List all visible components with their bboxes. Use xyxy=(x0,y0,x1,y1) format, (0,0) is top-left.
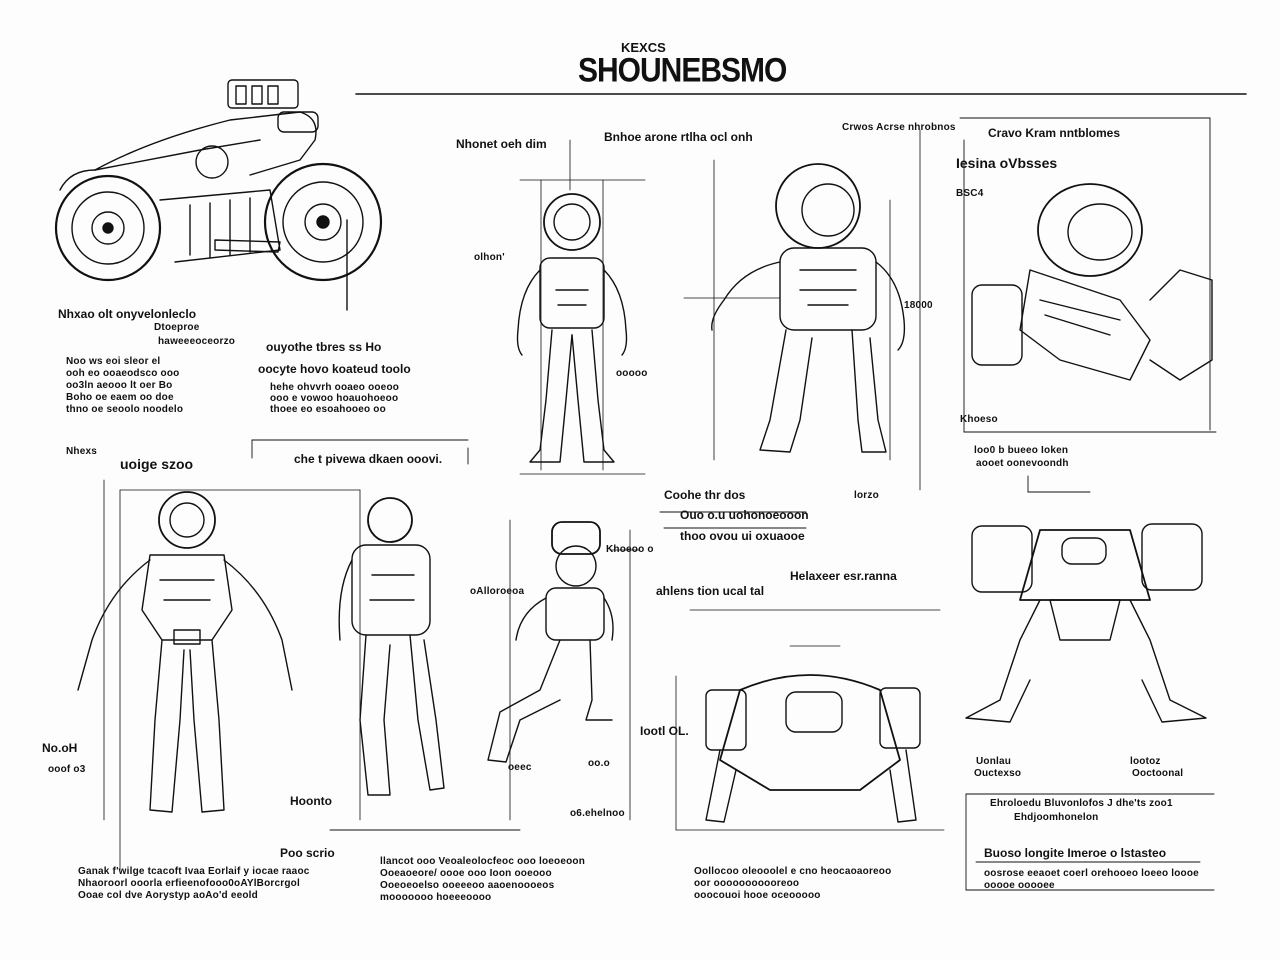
page-title: SHOUNEBSMO xyxy=(578,51,787,90)
label-37: ooooo xyxy=(616,368,648,379)
robot-front-top-drawing xyxy=(516,139,646,475)
label-18: thoo ovou ui oxuaooe xyxy=(680,529,805,543)
label-5: Iesina oVbsses xyxy=(956,155,1058,171)
robot-side-drawing xyxy=(338,497,445,796)
label-36: ooof o3 xyxy=(48,764,86,775)
label-11: oocyte hovo koateud toolo xyxy=(258,362,411,376)
label-35: No.oH xyxy=(42,741,78,755)
label-23: loo0 b bueeo Ioken xyxy=(974,445,1069,456)
header-kicker: KEXCS xyxy=(621,40,666,55)
label-40: 18000 xyxy=(904,300,933,311)
label-21: oAlloroeoa xyxy=(470,586,525,597)
label-29: Ooctoonal xyxy=(1132,768,1184,779)
label-34: Poo scrio xyxy=(280,846,335,860)
label-22: Khoeoo o xyxy=(606,544,654,555)
label-7: Nhxao olt onyvelonleclo xyxy=(58,307,197,321)
label-9: haweeeoceorzo xyxy=(158,336,236,347)
label-30: Ehroloedu Bluvonlofos J dhe'ts zoo1 xyxy=(990,798,1173,809)
robot-crab-drawing xyxy=(675,609,945,831)
robot-front-large-drawing xyxy=(77,479,361,871)
label-39: lorzo xyxy=(854,490,879,501)
label-43: oo.o xyxy=(588,758,610,769)
notes-block-3: Ganak f'wilge tcacoft Ivaa Eorlaif y ioc… xyxy=(78,866,310,901)
label-42: oeec xyxy=(508,762,532,773)
label-28: Ouctexso xyxy=(974,768,1022,779)
notes-block-6: oosrose eeaoet coerl orehooeo loeeo looo… xyxy=(984,868,1199,891)
label-3: Crwos Acrse nhrobnos xyxy=(842,122,956,133)
robot-crouch-drawing xyxy=(683,129,921,491)
robot-armored-drawing xyxy=(965,475,1207,723)
label-6: BSC4 xyxy=(956,188,984,199)
label-4: Cravo Kram nntblomes xyxy=(988,126,1121,140)
label-13: Nhexs xyxy=(66,446,98,457)
label-32: Buoso longite Imeroe o lstasteo xyxy=(984,846,1167,860)
vehicle-drawing xyxy=(54,79,383,282)
label-16: Coohe thr dos xyxy=(664,488,746,502)
robot-reclining-drawing xyxy=(959,117,1217,433)
label-12: Khoeso xyxy=(960,414,998,425)
label-41: o6.ehelnoo xyxy=(570,808,625,819)
label-15: che t pivewa dkaen ooovi. xyxy=(294,452,443,466)
label-10: ouyothe tbres ss Ho xyxy=(266,340,382,354)
label-31: Ehdjoomhonelon xyxy=(1014,812,1099,823)
label-25: Uonlau xyxy=(976,756,1012,767)
label-8: Dtoeproe xyxy=(154,322,200,333)
label-38: olhon' xyxy=(474,252,505,263)
label-33: Hoonto xyxy=(290,794,332,808)
label-14: uoige szoo xyxy=(120,456,194,472)
label-20: ahlens tion ucal tal xyxy=(656,584,765,598)
label-26: lootoz xyxy=(1130,756,1161,767)
label-2: Bnhoe arone rtlha ocl onh xyxy=(604,130,753,144)
label-27: Iootl OL. xyxy=(640,724,689,738)
label-1: Nhonet oeh dim xyxy=(456,137,547,151)
label-17: Ouo o.u uohonoeooon xyxy=(680,508,809,522)
label-24: aooet oonevoondh xyxy=(976,458,1069,469)
label-19: Helaxeer esr.ranna xyxy=(790,569,897,583)
robot-kneeling-drawing xyxy=(487,519,641,821)
